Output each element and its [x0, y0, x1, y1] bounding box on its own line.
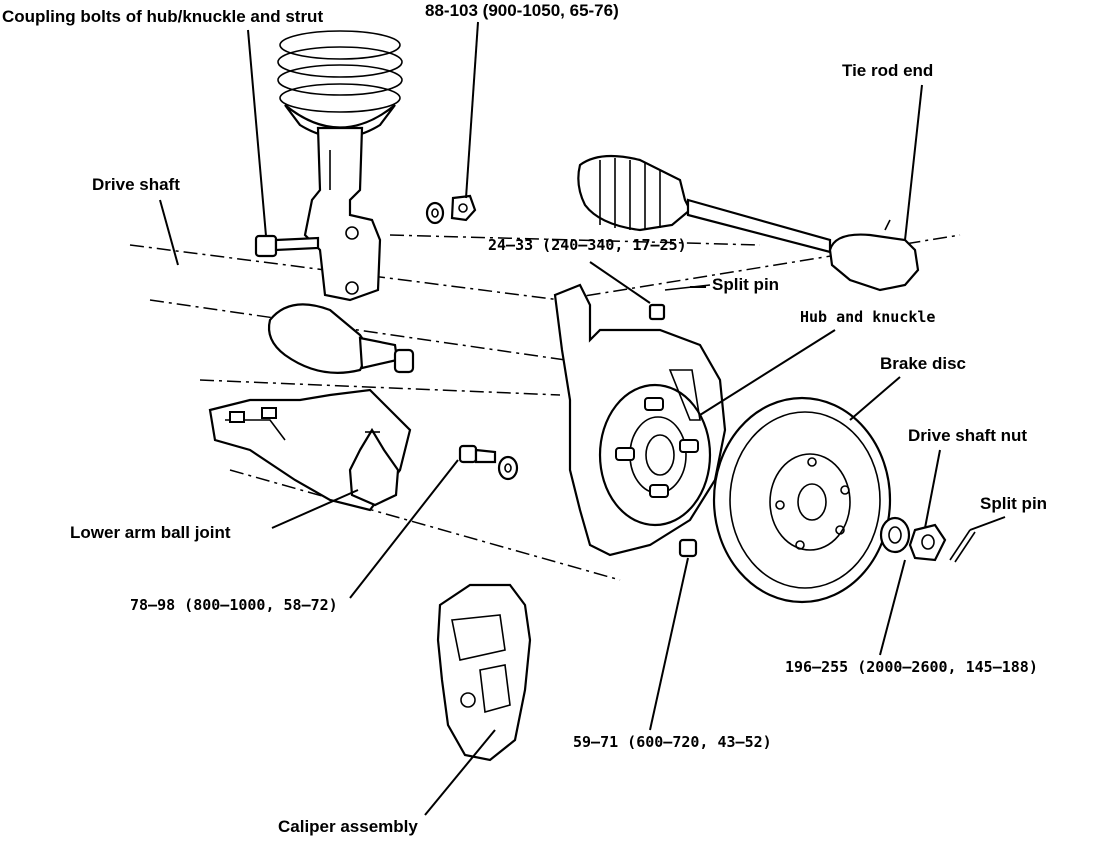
strut-washer-and-nut — [425, 194, 477, 225]
label-torque-strut: 88-103 (900-1050, 65-76) — [425, 1, 619, 20]
caliper-assembly-part — [436, 583, 532, 762]
label-split-pin-right: Split pin — [980, 494, 1048, 513]
drive-shaft-axis — [129, 234, 961, 581]
tie-rod-split-pin-and-nut — [648, 284, 711, 321]
label-hub-and-knuckle: Hub and knuckle — [800, 308, 936, 326]
hub-and-knuckle-part — [553, 283, 727, 557]
label-tie-rod-end: Tie rod end — [842, 61, 934, 80]
leader-lines — [159, 21, 1006, 816]
coil-spring — [277, 30, 403, 139]
caliper-bolt — [678, 538, 698, 558]
label-drive-shaft-nut: Drive shaft nut — [908, 426, 1028, 445]
label-brake-disc: Brake disc — [880, 354, 966, 373]
label-split-pin-top: Split pin — [712, 275, 780, 294]
label-torque-caliper: 59—71 (600—720, 43—52) — [573, 733, 772, 751]
label-torque-shaft-nut: 196—255 (2000—2600, 145—188) — [785, 658, 1038, 676]
label-torque-tie-rod: 24—33 (240—340, 17—25) — [488, 236, 687, 254]
ball-joint-bolt-and-nut — [458, 444, 519, 481]
coupling-bolt — [254, 234, 320, 258]
lower-arm-ball-joint-part — [348, 427, 400, 507]
tie-rod-and-boot — [577, 154, 920, 292]
strut-assembly — [303, 126, 382, 302]
drive-shaft-nut-part — [879, 516, 976, 563]
label-drive-shaft: Drive shaft — [92, 175, 180, 194]
label-lower-arm-ball-joint: Lower arm ball joint — [70, 523, 231, 542]
drive-shaft-joint — [267, 303, 415, 374]
label-torque-ball-joint: 78—98 (800—1000, 58—72) — [130, 596, 338, 614]
brake-disc-part — [712, 396, 892, 604]
label-coupling-bolts: Coupling bolts of hub/knuckle and strut — [2, 7, 324, 26]
label-caliper-assembly: Caliper assembly — [278, 817, 418, 836]
